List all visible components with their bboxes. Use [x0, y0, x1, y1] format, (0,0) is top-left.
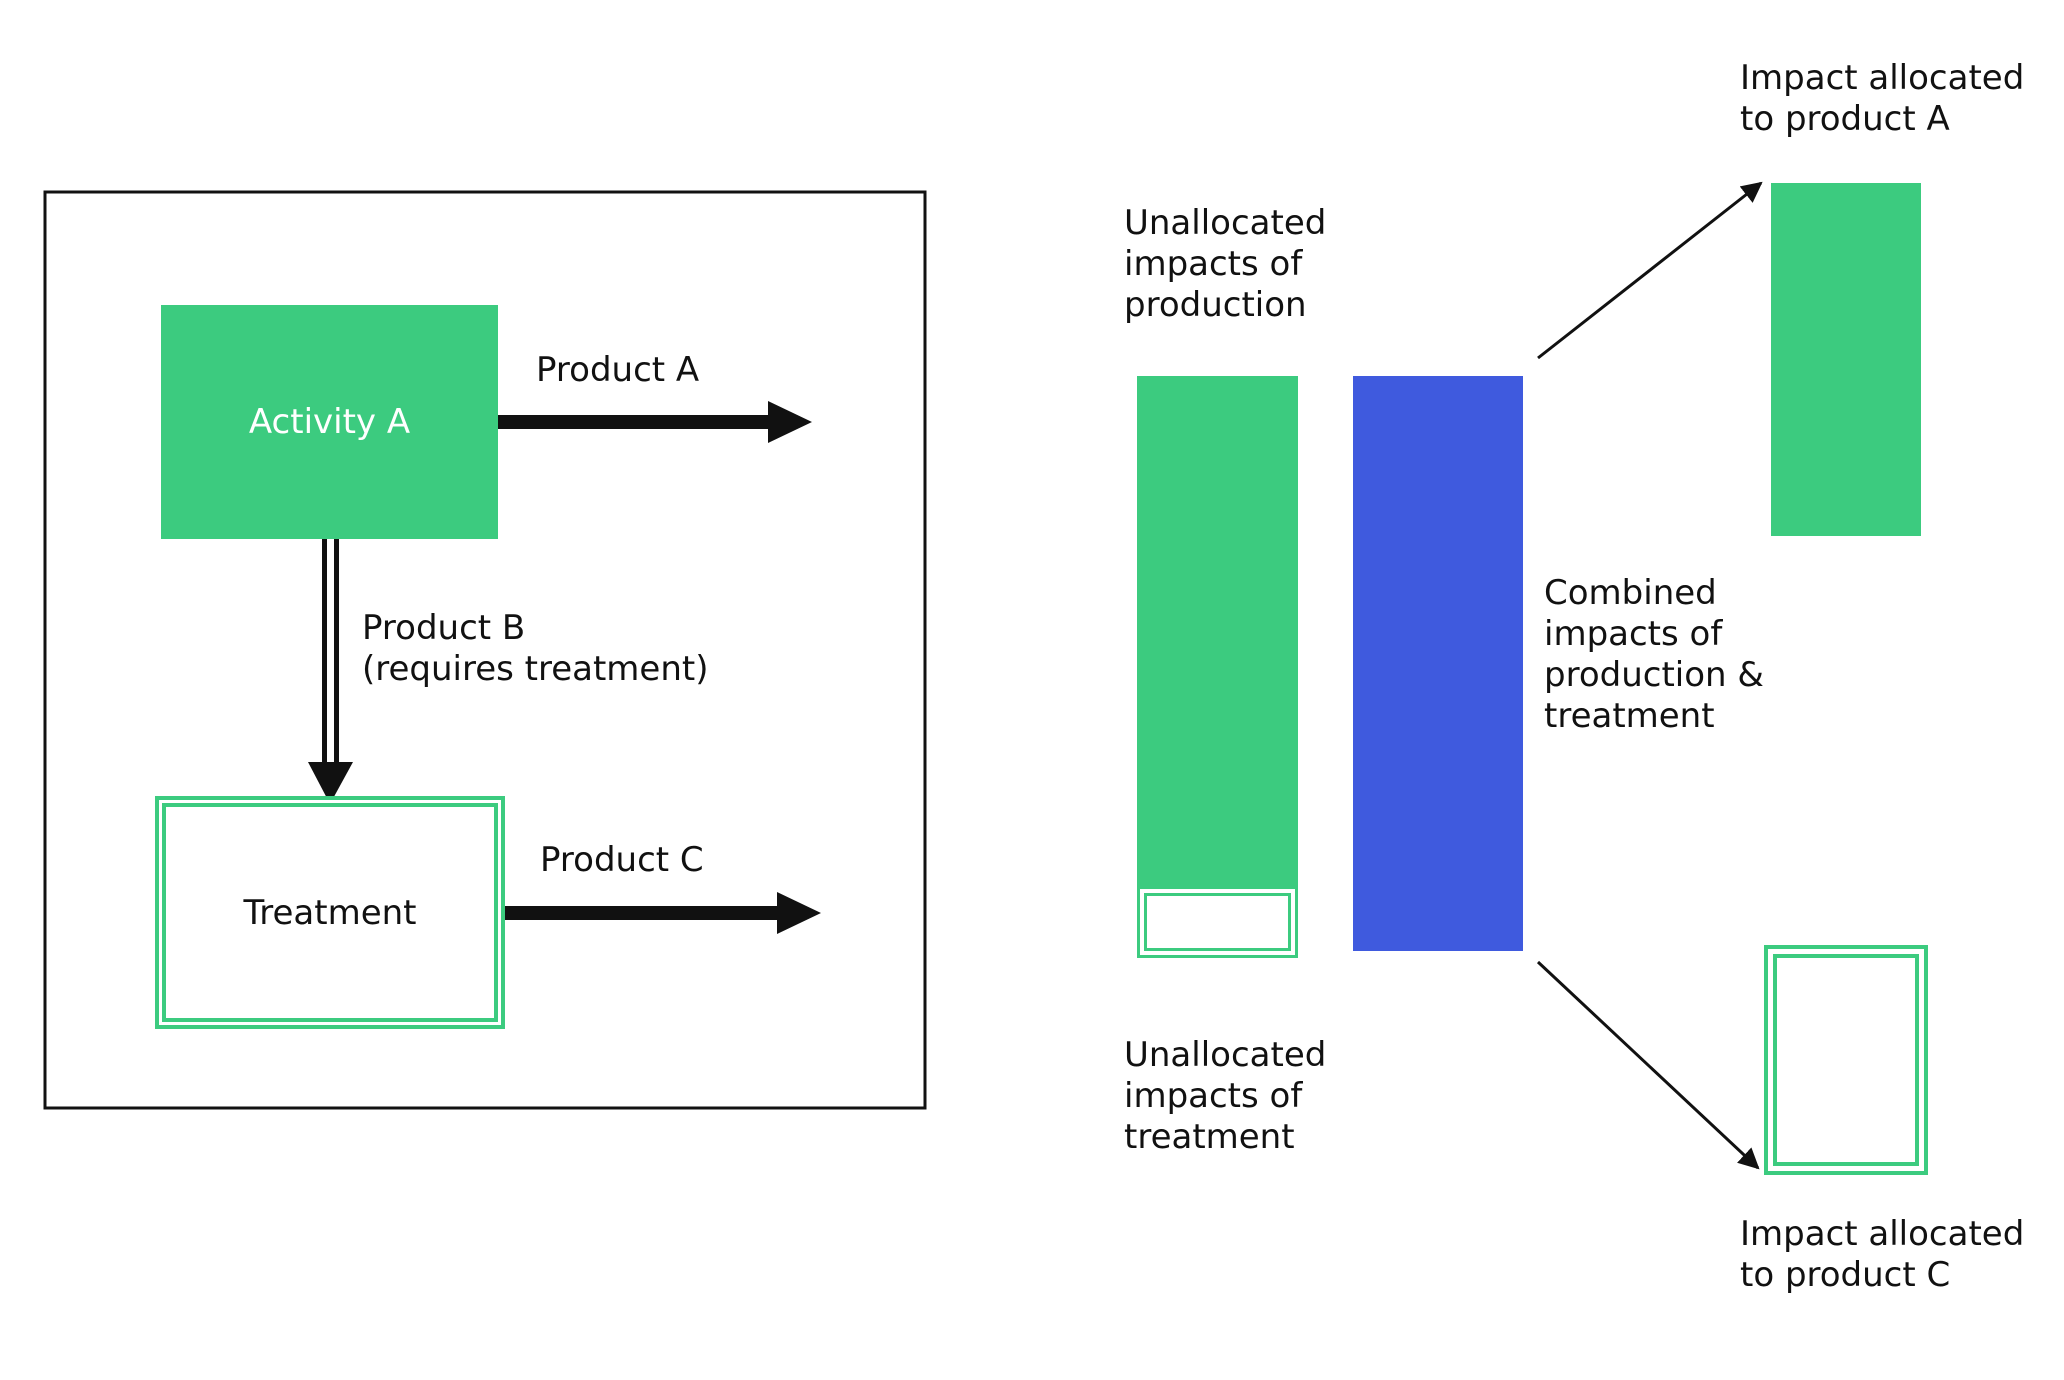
- allocation-arrow-to-c: [1536, 960, 1760, 1170]
- process-frame: [43, 190, 927, 1110]
- allocated-c-bar: [1764, 945, 1928, 1175]
- allocated-c-label: Impact allocated to product C: [1740, 1214, 2025, 1295]
- allocated-a-label: Impact allocated to product A: [1740, 58, 2025, 139]
- product-a-label: Product A: [536, 350, 700, 390]
- unallocated-treatment-bar: [1137, 886, 1298, 958]
- allocation-arrow-to-a: [1537, 181, 1763, 360]
- treatment-box: Treatment: [155, 796, 505, 1029]
- unallocated-production-bar: [1137, 376, 1298, 886]
- unallocated-production-label: Unallocated impacts of production: [1124, 203, 1327, 325]
- unallocated-treatment-label: Unallocated impacts of treatment: [1124, 1035, 1327, 1157]
- product-c-arrow: [505, 892, 821, 934]
- allocated-a-bar: [1771, 183, 1921, 536]
- product-b-double-arrow: [308, 538, 353, 804]
- treatment-label: Treatment: [243, 892, 417, 933]
- product-b-label: Product B (requires treatment): [362, 608, 709, 689]
- activity-a-label: Activity A: [248, 402, 411, 442]
- activity-a-box: Activity A: [161, 305, 498, 539]
- combined-impacts-label: Combined impacts of production & treatme…: [1544, 573, 1764, 736]
- combined-impacts-bar: [1353, 376, 1523, 951]
- product-c-label: Product C: [540, 840, 704, 880]
- product-a-arrow: [496, 401, 812, 443]
